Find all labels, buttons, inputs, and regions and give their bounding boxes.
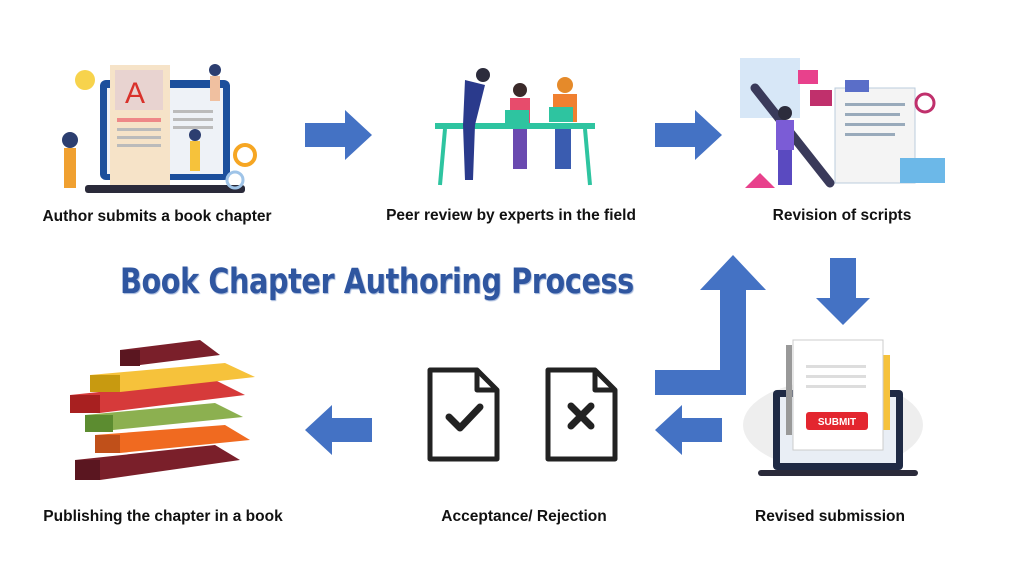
submission-illustration: SUBMIT	[743, 339, 923, 476]
step-label-revision: Revision of scripts	[772, 207, 912, 224]
step-label-author-submits: Author submits a book chapter	[42, 208, 272, 225]
accepted-document-icon	[427, 367, 500, 462]
arrow-left-2	[305, 405, 372, 455]
submit-button-text: SUBMIT	[818, 417, 856, 428]
books-stack-illustration	[70, 340, 255, 480]
step-label-acceptance-rejection: Acceptance/ Rejection	[441, 508, 607, 525]
peer-review-illustration	[435, 68, 595, 186]
arrow-elbow-up	[655, 255, 766, 395]
svg-text:A: A	[125, 77, 145, 110]
step-label-publishing: Publishing the chapter in a book	[43, 508, 283, 525]
rejected-document-icon	[545, 367, 618, 462]
step-label-revised-submission: Revised submission	[755, 508, 905, 525]
author-illustration: A	[62, 64, 257, 193]
revision-illustration	[740, 58, 945, 188]
accept-reject-documents	[427, 367, 618, 462]
page-title: Book Chapter Authoring Process	[120, 262, 634, 302]
step-label-peer-review: Peer review by experts in the field	[386, 207, 636, 224]
arrow-right-2	[655, 110, 722, 160]
arrow-left-1	[655, 405, 722, 455]
arrow-right-1	[305, 110, 372, 160]
arrow-down	[816, 258, 870, 325]
